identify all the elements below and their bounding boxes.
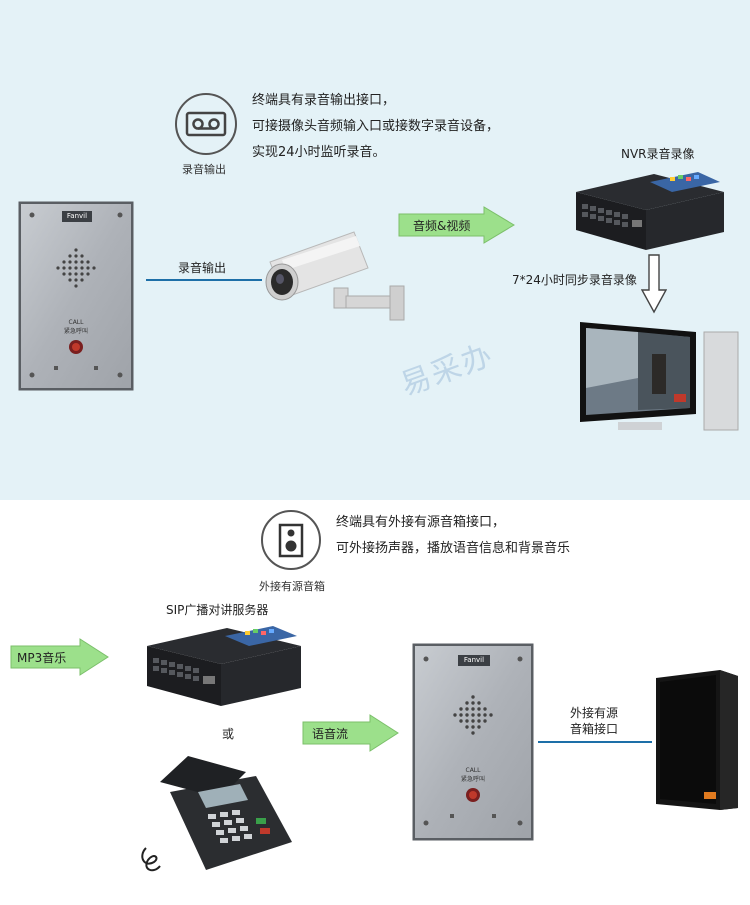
- desk-phone: [136, 752, 294, 884]
- recording-description-line-1: 终端具有录音输出接口，: [252, 93, 396, 108]
- mp3-arrow: [10, 638, 110, 676]
- device-brand-label-speaker: Fanvil: [463, 656, 485, 664]
- recording-icon-label: 录音输出: [182, 163, 226, 176]
- device-call-label: CALL: [68, 319, 84, 326]
- recording-link-label: 录音输出: [178, 261, 227, 275]
- recording-description-line-3: 实现24小时监听录音。: [252, 145, 386, 160]
- cassette-icon: [174, 92, 238, 156]
- sync-down-arrow: [640, 254, 668, 314]
- recording-link-line: [146, 279, 262, 281]
- recording-description-line-2: 可接摄像头音频输入口或接数字录音设备，: [252, 119, 500, 134]
- nvr-title: NVR录音录像: [621, 147, 695, 161]
- intercom-device: Fanvil CALL 紧急呼叫: [18, 201, 134, 391]
- nvr-recorder: [574, 168, 726, 254]
- device-call-sublabel-speaker: 紧急呼叫: [460, 776, 485, 783]
- voice-stream-arrow: [302, 714, 400, 752]
- monitor-display: [578, 318, 742, 436]
- audio-video-arrow: [398, 206, 516, 244]
- sync-recording-label: 7*24小时同步录音录像: [512, 273, 637, 287]
- intercom-device-speaker: Fanvil CALL 紧急呼叫: [412, 643, 534, 841]
- speaker-section-panel: [0, 500, 750, 905]
- sip-server-device: [145, 622, 303, 710]
- server-title: SIP广播对讲服务器: [166, 603, 269, 617]
- speaker-icon-label: 外接有源音箱: [259, 580, 325, 593]
- or-label: 或: [222, 727, 235, 741]
- device-call-sublabel: 紧急呼叫: [63, 328, 88, 335]
- speaker-description-line-2: 可外接扬声器，播放语音信息和背景音乐: [336, 541, 571, 556]
- active-speaker-cabinet: [654, 668, 740, 812]
- speaker-port-label-line-1: 外接有源: [570, 706, 619, 720]
- device-brand-label: Fanvil: [66, 212, 88, 220]
- voice-stream-label: 语音流: [312, 727, 349, 741]
- speaker-port-label-line-2: 音箱接口: [570, 722, 619, 736]
- speaker-link-line: [538, 741, 652, 743]
- speaker-port-icon: [260, 509, 322, 571]
- speaker-description-line-1: 终端具有外接有源音箱接口，: [336, 515, 506, 530]
- security-camera: [262, 226, 410, 324]
- device-call-label-speaker: CALL: [465, 767, 481, 774]
- mp3-label: MP3音乐: [17, 651, 67, 665]
- audio-video-label: 音频&视频: [413, 219, 471, 233]
